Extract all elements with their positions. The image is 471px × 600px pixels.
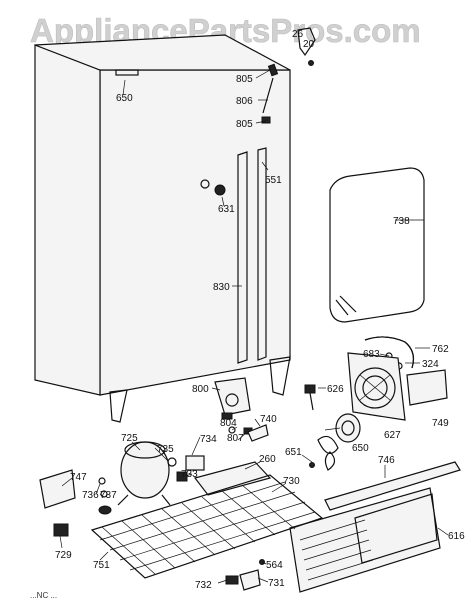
label-729: 729 bbox=[55, 550, 72, 561]
drain-pan bbox=[193, 461, 272, 496]
clip-731 bbox=[239, 569, 261, 591]
grommet-736 bbox=[98, 477, 106, 485]
label-749: 749 bbox=[432, 418, 449, 429]
label-734: 734 bbox=[200, 434, 217, 445]
label-650-top: 650 bbox=[116, 93, 133, 104]
label-733: 733 bbox=[181, 469, 198, 480]
wire-clip bbox=[304, 384, 316, 411]
label-762: 762 bbox=[432, 344, 449, 355]
label-731: 731 bbox=[268, 578, 285, 589]
leader-lines bbox=[59, 69, 449, 584]
label-260: 260 bbox=[259, 454, 276, 465]
label-805-top: 805 bbox=[236, 74, 253, 85]
label-631: 631 bbox=[218, 204, 235, 215]
relay-734 bbox=[185, 455, 205, 471]
label-651: 651 bbox=[285, 447, 302, 458]
clip-732 bbox=[225, 575, 239, 585]
label-20: 20 bbox=[303, 39, 315, 50]
washer-804 bbox=[228, 426, 236, 434]
label-751: 751 bbox=[93, 560, 110, 571]
label-736: 736 bbox=[82, 490, 99, 501]
label-737: 737 bbox=[100, 490, 117, 501]
fan-motor bbox=[309, 413, 361, 471]
grille-panel bbox=[289, 487, 441, 593]
cover-panel bbox=[406, 369, 448, 406]
label-650-bottom: 650 bbox=[352, 443, 369, 454]
label-616: 616 bbox=[448, 531, 465, 542]
label-738: 738 bbox=[393, 216, 410, 227]
label-564: 564 bbox=[266, 560, 283, 571]
label-627: 627 bbox=[384, 430, 401, 441]
rail-bar bbox=[324, 461, 461, 511]
foot-pad bbox=[98, 505, 112, 515]
mount-bracket bbox=[39, 469, 76, 509]
label-800: 800 bbox=[192, 384, 209, 395]
hinge-assembly bbox=[261, 27, 316, 124]
footer-text: ...NC ... bbox=[30, 591, 57, 600]
refrigerator-cabinet bbox=[34, 34, 291, 423]
label-747: 747 bbox=[70, 472, 87, 483]
label-26: 26 bbox=[292, 29, 304, 40]
label-324: 324 bbox=[422, 359, 439, 370]
label-805-bottom: 805 bbox=[236, 119, 253, 130]
condenser-coil bbox=[90, 474, 324, 579]
label-551: 551 bbox=[265, 175, 282, 186]
fan-bracket bbox=[347, 352, 406, 421]
clip-740 bbox=[247, 424, 269, 442]
label-725: 725 bbox=[121, 433, 138, 444]
label-683: 683 bbox=[363, 349, 380, 360]
label-732: 732 bbox=[195, 580, 212, 591]
grommet-735 bbox=[167, 457, 177, 467]
label-807: 807 bbox=[227, 433, 244, 444]
label-806: 806 bbox=[236, 96, 253, 107]
water-valve bbox=[214, 377, 251, 420]
door-gasket bbox=[329, 167, 425, 323]
label-735: 735 bbox=[157, 444, 174, 455]
label-626: 626 bbox=[327, 384, 344, 395]
terminal-729 bbox=[53, 523, 69, 537]
compressor bbox=[117, 441, 171, 506]
overload-733 bbox=[176, 471, 188, 482]
label-830: 830 bbox=[213, 282, 230, 293]
label-740: 740 bbox=[260, 414, 277, 425]
label-804: 804 bbox=[220, 418, 237, 429]
label-730: 730 bbox=[283, 476, 300, 487]
label-746: 746 bbox=[378, 455, 395, 466]
